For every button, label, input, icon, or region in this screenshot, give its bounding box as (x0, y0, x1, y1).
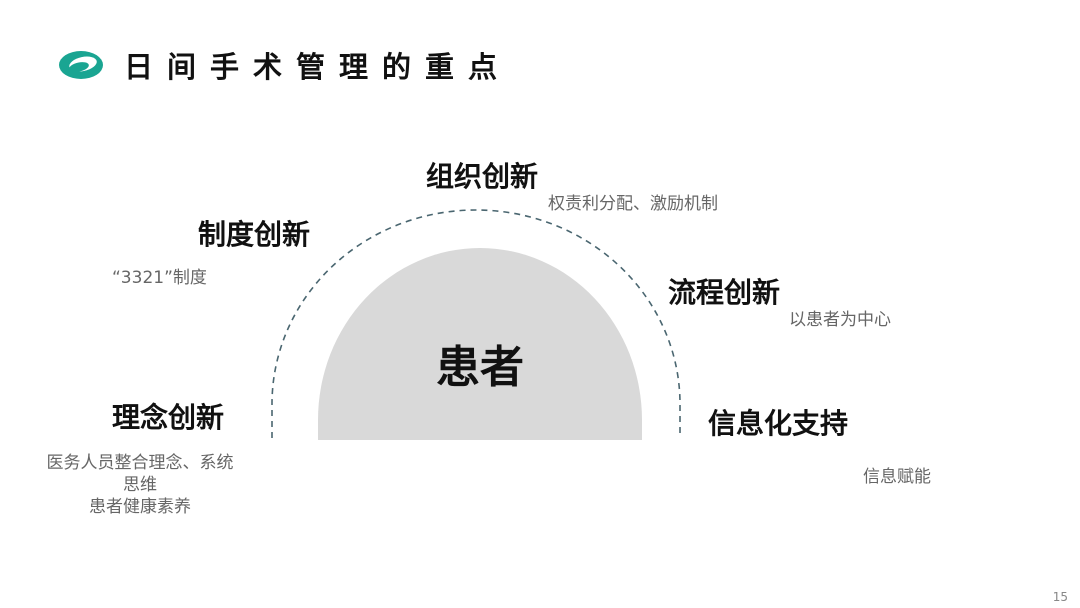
node-title-system: 制度创新 (198, 218, 311, 251)
node-desc-concept-line-1: 医务人员整合理念、系统 (46, 453, 234, 473)
node-desc-organization: 权责利分配、激励机制 (548, 194, 718, 214)
node-desc-concept: 医务人员整合理念、系统 思维 患者健康素养 (40, 452, 240, 518)
node-title-concept: 理念创新 (112, 401, 225, 434)
patient-semicircle (318, 248, 642, 440)
node-title-information: 信息化支持 (708, 407, 849, 440)
node-desc-information: 信息赋能 (863, 467, 931, 487)
node-desc-concept-line-3: 患者健康素养 (89, 497, 191, 517)
node-title-process: 流程创新 (668, 276, 781, 309)
ring-logo-icon (59, 51, 103, 79)
node-desc-concept-line-2: 思维 (123, 475, 157, 495)
center-label-patient: 患者 (436, 342, 524, 393)
page-title: 日间手术管理的重点 (124, 50, 512, 84)
page-number: 15 (1052, 590, 1068, 604)
node-title-organization: 组织创新 (426, 160, 539, 193)
node-desc-system: “3321”制度 (112, 268, 207, 288)
node-desc-process: 以患者为中心 (789, 310, 891, 330)
dashed-arc (271, 209, 681, 438)
